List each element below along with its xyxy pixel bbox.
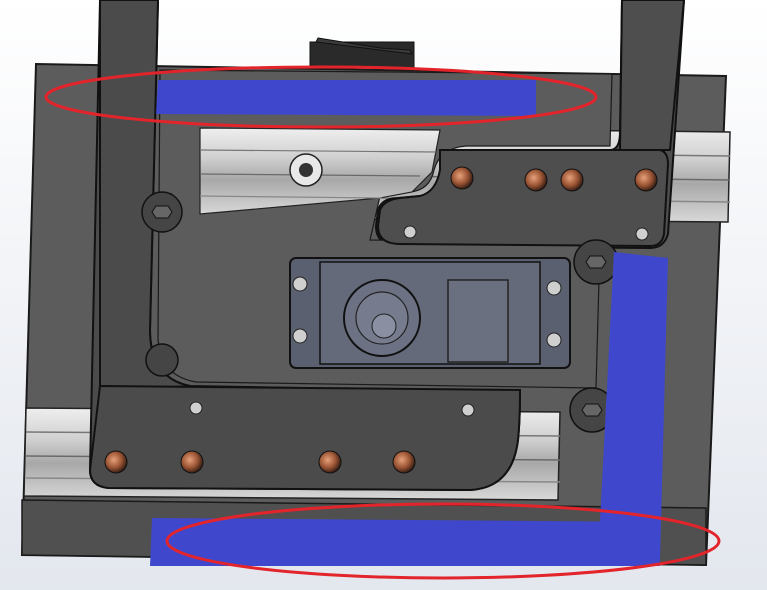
- motor-lever: [315, 37, 413, 55]
- hex-bolt-icon: [145, 343, 179, 377]
- servo-icon: [289, 257, 571, 369]
- bottom-bracket: [88, 384, 522, 492]
- hex-bolt-icon: [141, 191, 183, 233]
- mounting-holes: [189, 225, 649, 417]
- callout-ellipse-bottom: [165, 502, 721, 580]
- callout-ellipse-top: [44, 65, 598, 129]
- right-upright: [618, 0, 686, 151]
- hex-bolt-icon: [573, 239, 619, 285]
- highlight-top: [156, 80, 536, 116]
- screw-icon: [104, 166, 658, 474]
- rail-nut: [289, 153, 323, 187]
- highlight-right: [598, 252, 668, 560]
- right-bracket: [376, 149, 670, 248]
- highlight-bottom: [150, 518, 660, 566]
